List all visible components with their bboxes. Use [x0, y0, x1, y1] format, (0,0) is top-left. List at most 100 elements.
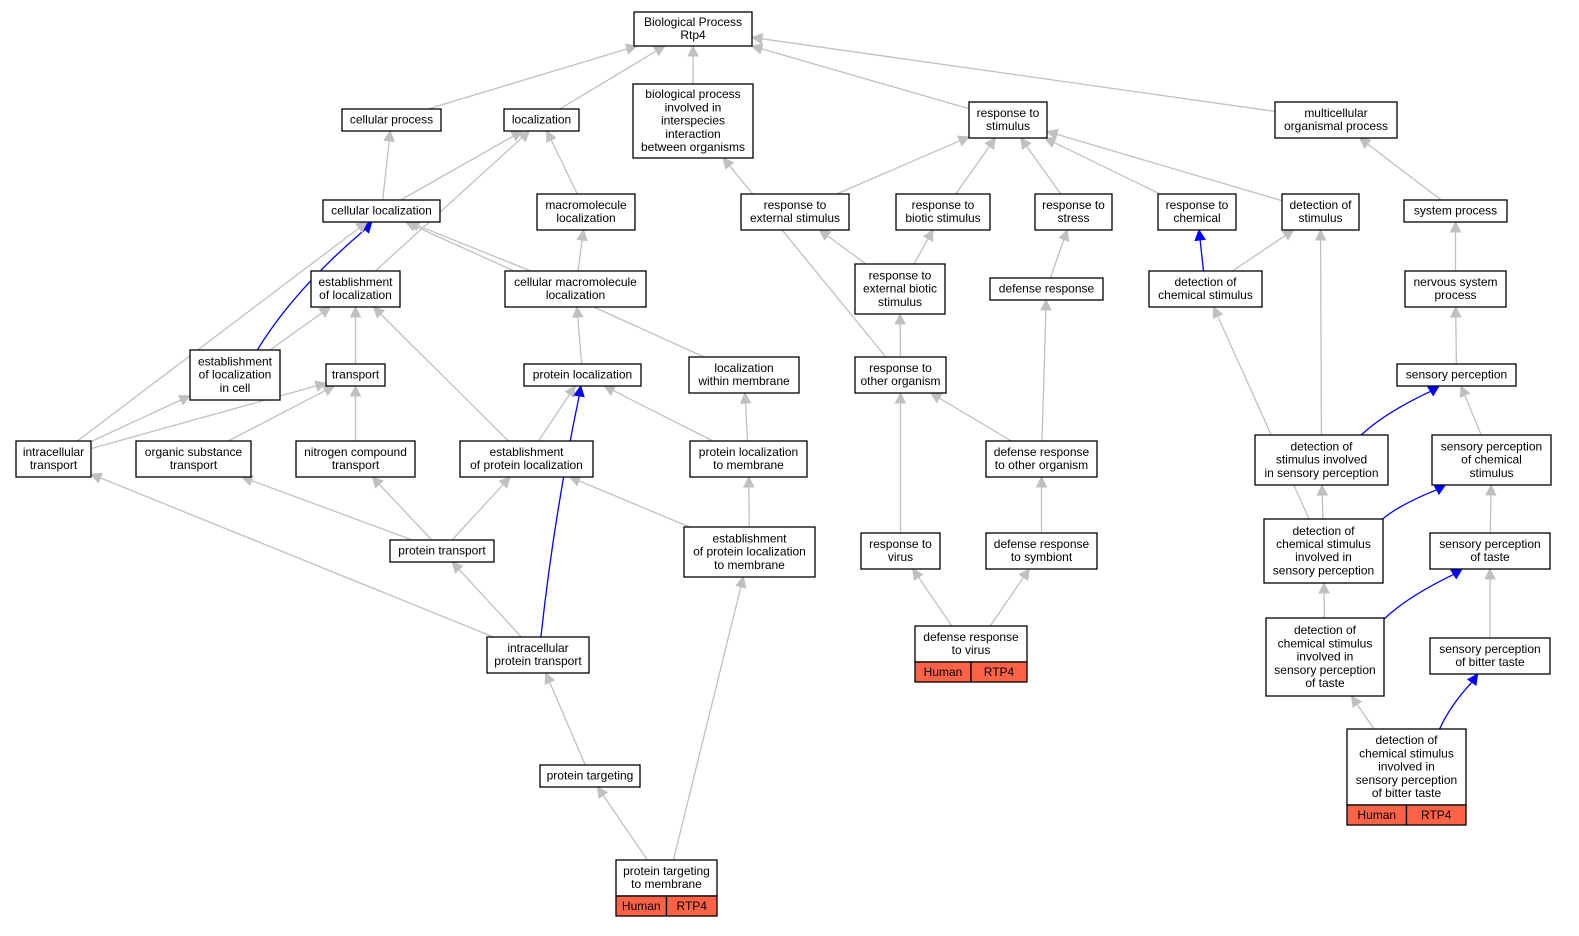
node-box — [985, 532, 1098, 570]
edge-cl-to-loc — [400, 130, 524, 201]
edge-rts-to-bp — [750, 43, 970, 110]
gene-label: RTP4 — [1421, 808, 1452, 822]
node-loc[interactable]: localization — [503, 108, 580, 132]
node-label-line: transport — [332, 458, 380, 472]
node-label-line: stress — [1057, 211, 1089, 225]
edge-ipt-to-pt — [451, 561, 522, 638]
edge-pt-to-epl — [451, 476, 511, 541]
node-box — [1429, 532, 1551, 570]
node-label-line: detection of — [1292, 524, 1355, 538]
species-label: Human — [924, 665, 963, 679]
arrowhead-icon — [1484, 567, 1496, 580]
node-box — [504, 270, 647, 308]
node-label-line: of bitter taste — [1372, 786, 1442, 800]
arrowhead-icon — [818, 229, 832, 241]
node-box — [683, 526, 816, 578]
node-label-line: defense response — [994, 445, 1090, 459]
node-box — [389, 539, 495, 563]
arrowhead-icon — [371, 476, 384, 489]
node-label-line: to other organism — [995, 458, 1088, 472]
node-label-line: stimulus — [986, 119, 1030, 133]
node-cl[interactable]: cellular localization — [322, 199, 441, 223]
node-sp[interactable]: system process — [1403, 199, 1508, 223]
node-dr[interactable]: defense response — [989, 277, 1104, 301]
node-box — [459, 440, 594, 478]
node-pl[interactable]: protein localization — [523, 363, 642, 387]
edge-drtoo-to-dr — [1040, 298, 1052, 442]
node-tr[interactable]: transport — [325, 363, 386, 387]
arrowhead-icon — [372, 306, 386, 319]
node-ptg[interactable]: protein targeting — [539, 764, 641, 788]
node-label-line: sensory perception — [1273, 563, 1374, 577]
arrowhead-icon — [572, 305, 584, 318]
node-label-line: establishment — [489, 445, 564, 459]
arrowhead-icon — [742, 475, 755, 488]
arrowhead-icon — [894, 391, 907, 404]
node-label-line: to membrane — [631, 877, 702, 891]
node-label-line: protein localization — [533, 368, 632, 382]
node-label-line: protein transport — [398, 544, 486, 558]
species-label: Human — [622, 899, 661, 913]
arrowhead-icon — [1449, 305, 1462, 318]
arrowhead-icon — [1314, 228, 1327, 241]
node-label-line: involved in — [1295, 550, 1352, 564]
node-cp[interactable]: cellular process — [341, 108, 442, 132]
arrowhead-icon — [957, 135, 971, 147]
node-box — [1281, 193, 1360, 231]
node-label-line: to membrane — [714, 558, 785, 572]
edge-rtoo-to-bpii — [722, 157, 887, 358]
node-label-line: to virus — [952, 643, 991, 657]
node-pt[interactable]: protein transport — [389, 539, 495, 563]
node-label-line: establishment — [198, 354, 273, 368]
node-sper[interactable]: sensory perception — [1396, 363, 1517, 387]
arrowhead-icon — [1212, 305, 1224, 319]
node-label-line: intracellular — [507, 641, 568, 655]
node-label-line: protein targeting — [547, 769, 634, 783]
edge-rtch-to-rts — [1043, 137, 1161, 195]
node-box — [1157, 193, 1237, 231]
edge-ptgm-to-ptg — [596, 786, 648, 861]
edge-drtv-to-drts — [989, 568, 1030, 627]
node-label-line: chemical stimulus — [1359, 746, 1454, 760]
arrowhead-icon — [1350, 695, 1363, 708]
